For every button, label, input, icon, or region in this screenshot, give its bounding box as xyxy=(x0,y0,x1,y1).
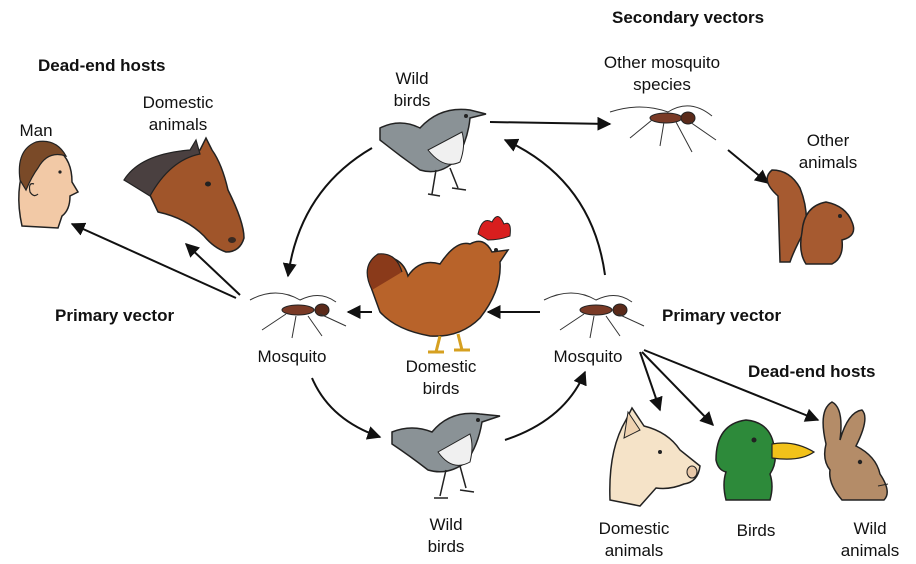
heading-dead-end-hosts-left: Dead-end hosts xyxy=(38,56,166,76)
wild-bird-icon-top xyxy=(380,109,486,196)
label-wild-birds-bottom: Wild birds xyxy=(418,514,474,558)
label-mosquito-right: Mosquito xyxy=(542,346,634,368)
arrow-top-bird-to-left-mosquito xyxy=(288,148,372,276)
arrow-left-mosquito-to-bottom-bird xyxy=(312,378,380,437)
label-man: Man xyxy=(12,120,60,142)
arrow-bird-to-other-mosquito xyxy=(490,122,610,124)
rabbit-icon xyxy=(823,402,888,500)
label-line: Other xyxy=(792,130,864,152)
label-domestic-birds: Domestic birds xyxy=(396,356,486,400)
arrow-mosquito-to-rabbit xyxy=(644,350,818,420)
label-mosquito-left: Mosquito xyxy=(246,346,338,368)
heading-secondary-vectors: Secondary vectors xyxy=(612,8,764,28)
label-line: birds xyxy=(418,536,474,558)
label-line: birds xyxy=(396,378,486,400)
heading-dead-end-hosts-right: Dead-end hosts xyxy=(748,362,876,382)
label-domestic-animals-left: Domestic animals xyxy=(126,92,230,136)
label-domestic-animals-right: Domestic animals xyxy=(586,518,682,562)
arrow-right-mosquito-to-top-bird xyxy=(505,140,605,275)
pig-icon xyxy=(610,408,700,506)
label-line: animals xyxy=(586,540,682,562)
label-other-mosquito-species: Other mosquito species xyxy=(592,52,732,96)
duck-icon xyxy=(716,420,814,500)
mosquito-icon-left xyxy=(250,293,346,338)
label-line: Other mosquito xyxy=(592,52,732,74)
label-line: Wild xyxy=(418,514,474,536)
label-wild-animals: Wild animals xyxy=(830,518,910,562)
squirrel-icon xyxy=(767,170,853,264)
label-line: animals xyxy=(126,114,230,136)
label-line: animals xyxy=(830,540,910,562)
arrow-other-mosquito-to-squirrel xyxy=(728,150,768,183)
label-line: Wild xyxy=(830,518,910,540)
label-line: Domestic xyxy=(586,518,682,540)
label-birds: Birds xyxy=(724,520,788,542)
label-line: Domestic xyxy=(396,356,486,378)
mosquito-icon-other-species xyxy=(610,106,716,152)
heading-primary-vector-right: Primary vector xyxy=(662,306,781,326)
label-line: animals xyxy=(792,152,864,174)
man-icon xyxy=(19,141,78,228)
horse-icon xyxy=(124,138,244,252)
label-line: birds xyxy=(384,90,440,112)
label-line: species xyxy=(592,74,732,96)
label-line: Wild xyxy=(384,68,440,90)
rooster-icon xyxy=(367,216,510,352)
label-other-animals: Other animals xyxy=(792,130,864,174)
heading-primary-vector-left: Primary vector xyxy=(55,306,174,326)
mosquito-icon-right xyxy=(544,293,644,338)
label-wild-birds-top: Wild birds xyxy=(384,68,440,112)
wild-bird-icon-bottom xyxy=(392,413,500,498)
arrow-bottom-bird-to-right-mosquito xyxy=(505,372,585,440)
label-line: Domestic xyxy=(126,92,230,114)
